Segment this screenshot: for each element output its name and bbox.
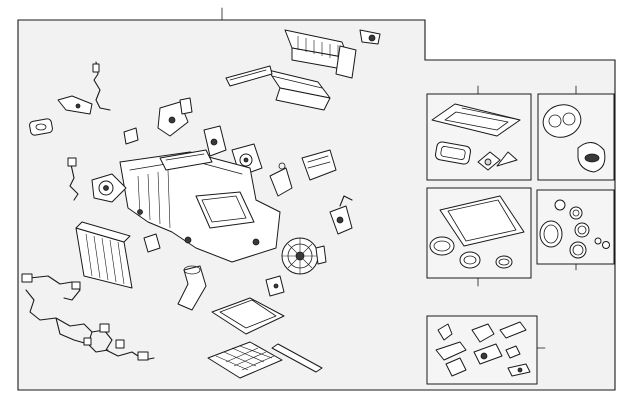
bracket-kit	[426, 315, 546, 385]
right-actuator	[329, 195, 353, 235]
brackets	[435, 321, 527, 365]
blower-motor	[281, 237, 327, 275]
cabin-air-filter	[211, 297, 285, 335]
outlet-seal	[542, 104, 582, 138]
rubber-grommet	[577, 142, 606, 173]
resistor	[265, 275, 285, 297]
actuator-upper	[157, 97, 193, 137]
drain-tube	[67, 157, 79, 201]
seal-kit-c	[426, 187, 532, 287]
seal-kit-b-box	[537, 93, 615, 181]
filter-grille	[207, 341, 283, 379]
air-inlet-duct	[177, 265, 207, 311]
wiring-harness	[21, 273, 155, 361]
o-rings	[429, 236, 513, 269]
filter-cover-strip	[271, 343, 323, 373]
seal-kit-b	[537, 85, 615, 181]
sensor-bracket	[57, 95, 93, 115]
foam-seal	[434, 141, 472, 165]
hose-fitting	[143, 233, 161, 253]
seal-kit-a-box	[426, 93, 532, 181]
seal-kit-d	[536, 189, 615, 271]
duct-seal	[431, 103, 521, 137]
sensor-wire	[92, 61, 111, 111]
evaporator-core	[225, 65, 331, 111]
heater-core	[75, 221, 133, 289]
clip-small	[123, 127, 139, 145]
clips	[445, 345, 531, 377]
small-seal	[29, 118, 53, 136]
seal-kit-a	[426, 85, 532, 181]
blend-door-housing	[119, 149, 281, 263]
grommets	[477, 151, 518, 171]
actuator-mid	[203, 125, 227, 157]
control-module	[301, 149, 337, 181]
core-gasket	[439, 195, 525, 247]
blower-housing-left	[91, 173, 127, 203]
temp-sensor	[269, 162, 293, 197]
o-ring-set	[539, 199, 610, 259]
upper-duct-assembly	[284, 29, 381, 79]
